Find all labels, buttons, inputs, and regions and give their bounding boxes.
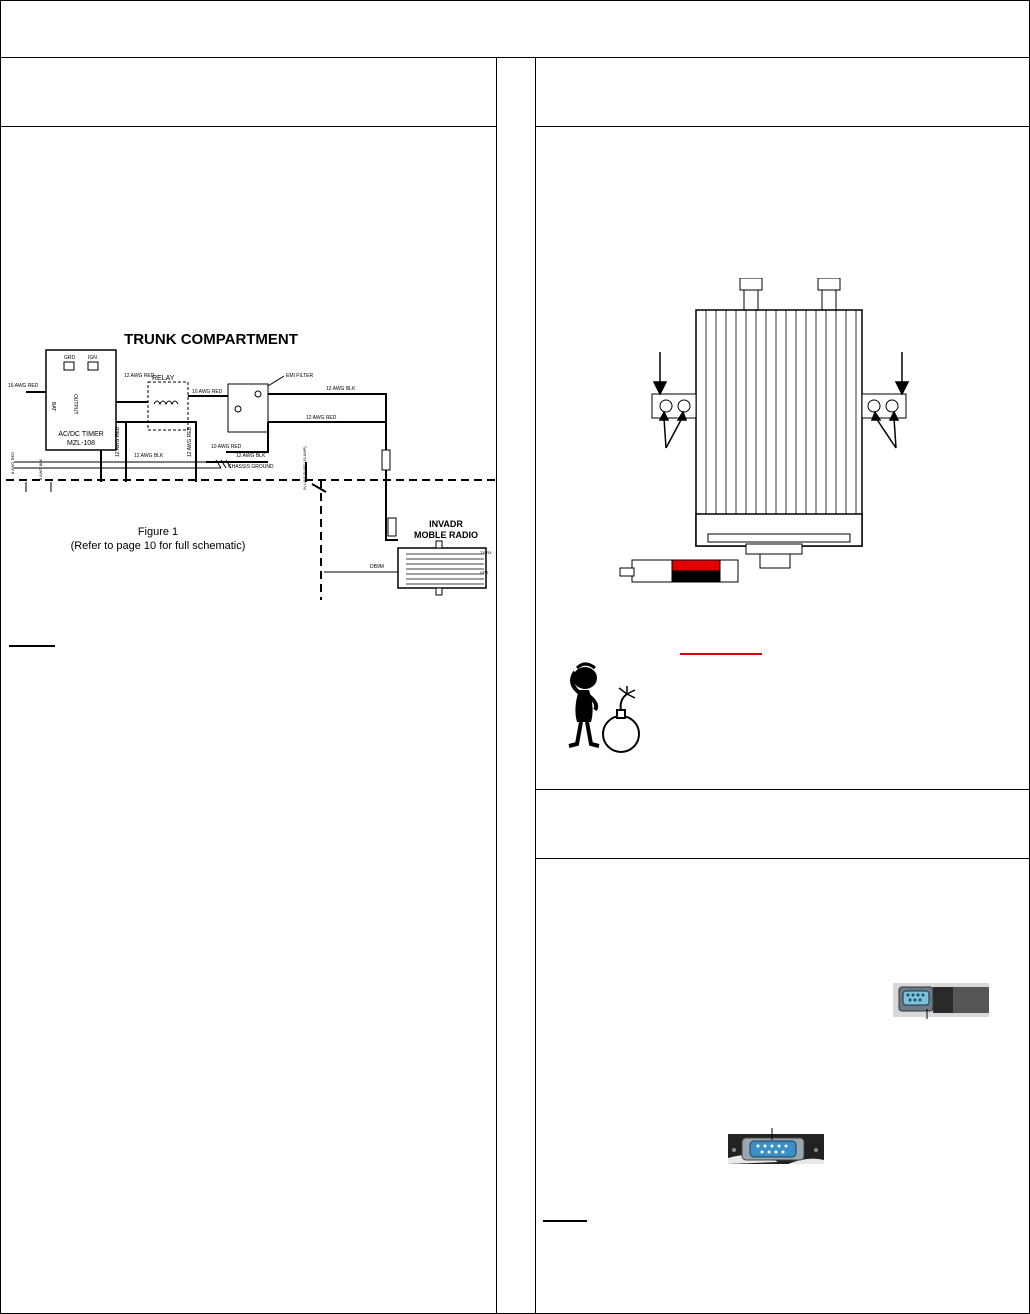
left-section-header bbox=[0, 57, 497, 127]
label-12awg-red-mid: 12 AWG RED bbox=[306, 415, 337, 421]
right-section-body-bottom bbox=[535, 858, 1030, 1314]
label-tx-rx: TX/RX bbox=[480, 550, 492, 555]
label-timer-model: MZL-108 bbox=[67, 440, 95, 447]
label-gps: GPS bbox=[480, 570, 489, 575]
label-12awg-blk-low: 12 AWG BLK bbox=[236, 453, 266, 459]
radio-housing bbox=[695, 309, 863, 547]
header-box bbox=[0, 0, 1030, 58]
diagram-title: TRUNK COMPARTMENT bbox=[124, 331, 298, 348]
label-10awg-red: 10 AWG RED bbox=[192, 389, 223, 395]
note-underline-right bbox=[543, 1220, 587, 1222]
label-10awg-red-low: 10 AWG RED bbox=[211, 444, 242, 450]
label-output: OUTPUT bbox=[72, 394, 78, 415]
label-12awg-red-top: 12 AWG RED bbox=[124, 373, 155, 379]
inline-fuse-2 bbox=[387, 517, 397, 537]
label-12awg-red-left: 12 AWG RED bbox=[115, 426, 121, 457]
label-12awg-red-vert: 12 AWG RED bbox=[187, 426, 193, 457]
label-ign: IGN bbox=[88, 355, 97, 361]
label-timer-name: AC/DC TIMER bbox=[58, 431, 103, 438]
label-radio-name-2: MOBLE RADIO bbox=[414, 530, 478, 540]
emi-filter-box bbox=[227, 383, 269, 433]
left-section-body bbox=[0, 126, 497, 1314]
label-relay: RELAY bbox=[152, 375, 175, 382]
radio-mounting-drawing bbox=[610, 277, 920, 596]
label-grd: GRD bbox=[64, 355, 76, 361]
label-db9m: DB9M bbox=[370, 564, 384, 570]
timer-box bbox=[45, 349, 117, 451]
warning-underline bbox=[680, 653, 762, 655]
label-8awg-blk: 8 AWG BLK bbox=[38, 458, 43, 480]
label-bat: BAT bbox=[50, 402, 56, 411]
column-gutter bbox=[496, 57, 536, 1314]
figure-caption-note: (Refer to page 10 for full schematic) bbox=[71, 540, 246, 552]
db9-male-connector bbox=[728, 1128, 824, 1168]
right-section-header bbox=[535, 57, 1030, 127]
wiring-diagram: TRUNK COMPARTMENT GRD IGN BAT OUTPUT AC/… bbox=[6, 322, 496, 602]
db9-male-connector-icon bbox=[728, 1128, 824, 1164]
label-emi-filter: EMI FILTER bbox=[286, 373, 314, 379]
label-inline-fuse: IN LINE FUSE (15 AMP) bbox=[302, 446, 307, 490]
figure-caption: Figure 1 bbox=[138, 526, 178, 538]
radio-mounting-svg bbox=[619, 277, 910, 583]
right-section-header-2 bbox=[535, 789, 1030, 859]
warning-figure bbox=[555, 660, 655, 755]
bomb-warning-icon bbox=[568, 662, 640, 753]
wiring-diagram-svg: TRUNK COMPARTMENT GRD IGN BAT OUTPUT AC/… bbox=[6, 331, 496, 600]
inline-fuse-1 bbox=[381, 449, 391, 471]
relay-box bbox=[147, 381, 189, 431]
radio-body bbox=[397, 547, 487, 589]
db9-female-connector bbox=[893, 979, 989, 1021]
note-underline-left bbox=[9, 645, 55, 647]
label-chassis-ground: CHASSIS GROUND bbox=[228, 464, 274, 470]
db9-female-connector-icon bbox=[893, 983, 989, 1019]
label-16awg-red: 16 AWG RED bbox=[8, 383, 39, 389]
label-12awg-blk-top: 12 AWG BLK bbox=[326, 386, 356, 392]
label-12awg-blk-left: 12 AWG BLK bbox=[134, 453, 164, 459]
label-8awg-red: 8 AWG RED bbox=[10, 452, 15, 474]
label-radio-name-1: INVADR bbox=[429, 519, 463, 529]
